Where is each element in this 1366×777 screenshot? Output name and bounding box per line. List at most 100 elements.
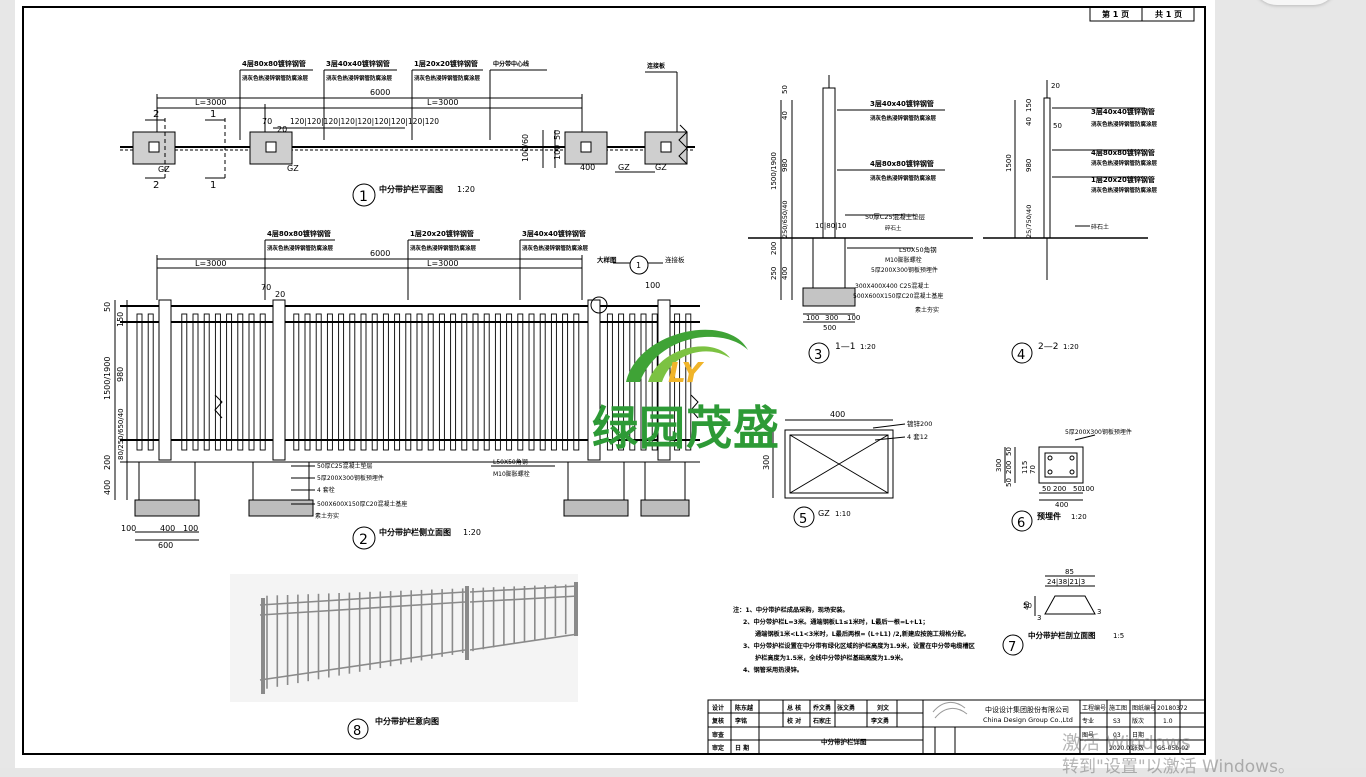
sec2-callout-1-line1: 3层40x40镀锌钢管: [1091, 107, 1155, 116]
tb-right-7: 版次: [1132, 717, 1144, 725]
elev-note-5: L50X50角钢: [493, 458, 528, 466]
gz-number: 5: [799, 512, 807, 527]
plan-number: 1: [359, 189, 368, 205]
fence-picket: [539, 313, 546, 451]
sec1-top-dims: 10|80|10: [815, 222, 846, 230]
embed-left-dim-4: 50: [1005, 478, 1013, 487]
sec2-top-dim-1: 20: [1051, 82, 1060, 90]
tb-right-3: 图纸编号: [1132, 704, 1156, 712]
sec1-note-3: 5厚200X300钢板预埋件: [871, 266, 938, 274]
elev-half-dim-right: L=3000: [427, 259, 459, 268]
sec1-dim-b4: 500: [823, 324, 836, 332]
perspective-number: 8: [353, 724, 361, 739]
tb-left-13: 日 期: [735, 744, 749, 752]
fence-picket: [438, 313, 445, 451]
tb-project: 中分带护栏详图: [821, 737, 867, 746]
plan-callout-2-line2: 浇灰色热浸锌钢管防腐涂层: [326, 74, 393, 82]
sec1-dim-l3: 1500/1900: [770, 152, 778, 190]
tb-left-10: 石家庄: [812, 717, 831, 725]
fence-picket: [349, 313, 356, 451]
elevation-view: [114, 239, 700, 550]
elev-bottom-dim-4: 600: [158, 541, 173, 550]
note-line-4: 3、中分带护栏设置在中分带有绿化区域的护栏高度为1.9米，设置在中分带电缆槽区: [743, 642, 976, 650]
fence-picket: [685, 313, 692, 451]
perspective-title: 中分带护栏意向图: [375, 716, 439, 726]
gz-detail: [772, 419, 906, 528]
elev-detail-label: 大样图: [597, 255, 617, 264]
sheet-border: [22, 6, 1206, 755]
sec1-scale: 1:20: [860, 343, 876, 351]
sec2-number: 4: [1017, 348, 1025, 363]
fence-picket: [472, 313, 479, 451]
elev-bottom-dim-1: 100: [121, 524, 136, 533]
sec1-note-4: 300X400X400 C25混凝土: [855, 282, 929, 290]
sec2-callout-2-line2: 浇灰色热浸锌钢管防腐涂层: [1091, 159, 1158, 167]
elev-callout-2-line2: 浇灰色热浸锌钢管防腐涂层: [410, 244, 477, 252]
elev-overall-dim: 6000: [370, 249, 390, 258]
embed-bottom-dim-1: 50: [1042, 485, 1051, 493]
side-panel-button[interactable]: [1252, 0, 1338, 5]
fence-picket: [550, 313, 557, 451]
perspective-image: 8 中分带护栏意向图: [230, 574, 579, 740]
sec1-dim-l7: 400: [781, 267, 789, 280]
sec1-callout-2-line1: 4层80x80镀锌钢管: [870, 159, 934, 168]
elev-left-dim-4: 980: [116, 367, 125, 382]
sec2-dim-l4: 980: [1025, 159, 1033, 172]
elev-left-dim-3: 1500/1900: [103, 357, 112, 400]
cap-left-dim-1: 50: [1023, 602, 1032, 610]
elev-left-dim-5: 80/250/650/40: [117, 408, 125, 460]
plan-callout-3-line2: 浇灰色热浸锌钢管防腐涂层: [414, 74, 481, 82]
tb-right-5: 专业: [1082, 717, 1094, 725]
embed-number: 6: [1017, 516, 1025, 531]
fence-picket: [494, 313, 501, 451]
elev-left-dim-7: 400: [103, 480, 112, 495]
plan-spacing: 120|120|120|120|120|120|120|120|120: [290, 117, 439, 126]
windows-activation-watermark: 激活 Windows: [1062, 732, 1191, 754]
plan-callout-5-line1: 连接板: [647, 62, 666, 70]
plan-callout-4-line1: 中分带中心线: [493, 60, 529, 68]
fence-picket: [394, 313, 401, 451]
fence-picket: [181, 313, 188, 451]
elev-dim-70: 70: [261, 283, 271, 292]
fence-picket: [315, 313, 322, 451]
sec1-dim-l2: 40: [781, 111, 789, 120]
sec1-callout-2-line2: 浇灰色热浸锌钢管防腐涂层: [870, 174, 937, 182]
plan-callout-1-line2: 浇灰色热浸锌钢管防腐涂层: [242, 74, 309, 82]
fence-picket: [573, 313, 580, 451]
plan-section-mark-3: 2: [153, 180, 159, 191]
tb-left-9: 乔文勇: [812, 704, 831, 712]
perspective-rail: [469, 633, 579, 651]
gz-note-2: 4 套12: [907, 432, 928, 441]
perspective-rail: [259, 601, 466, 616]
elev-note-7: 素土夯实: [315, 512, 339, 520]
elev-callout-3-line1: 3层40x40镀锌钢管: [522, 229, 586, 238]
plan-section-mark-2: 1: [210, 109, 216, 120]
embed-plate-detail: [1004, 434, 1096, 532]
plan-gz-2: GZ: [287, 164, 299, 173]
fence-picket: [338, 313, 345, 451]
elev-title: 中分带护栏侧立面图: [379, 527, 451, 537]
plan-right-dim-1: 50: [553, 130, 562, 140]
embed-bottom-dim-5: 400: [1055, 501, 1068, 509]
fence-picket: [405, 313, 412, 451]
tb-right-12: 2020.01: [1109, 745, 1134, 752]
elev-note-3: 4 套栓: [317, 486, 335, 494]
plan-gz-1: GZ: [158, 165, 170, 174]
sec1-note-6: 素土夯实: [915, 306, 939, 314]
note-line-2: 2、中分带护栏L=3米。通端钢板L1≤1米时，L最后一根=L+L1；: [743, 618, 929, 626]
cap-left-dim-2: 40: [1023, 601, 1031, 610]
note-line-6: 4、钢管采用热浸锌。: [743, 666, 803, 674]
embed-note: 5厚200X300钢板预埋件: [1065, 428, 1132, 436]
sec2-dim-l2: 40: [1025, 117, 1033, 126]
tb-company-en: China Design Group Co.,Ltd: [983, 716, 1073, 724]
tb-right-9: 图号: [1082, 732, 1094, 739]
sec2-ground-note: 碎石土: [1091, 223, 1109, 231]
plan-overall-dim: 6000: [370, 88, 390, 97]
fence-picket: [293, 313, 300, 451]
embed-left-dim-3: 200: [1005, 461, 1013, 474]
tb-right-14: GS-05b-02: [1157, 745, 1189, 752]
tb-left-3: 审查: [712, 731, 724, 739]
fence-picket: [517, 313, 524, 451]
sec1-callout-3-line2: 碎石土: [885, 224, 902, 232]
brand-logo: LY 绿园茂盛: [576, 320, 796, 455]
